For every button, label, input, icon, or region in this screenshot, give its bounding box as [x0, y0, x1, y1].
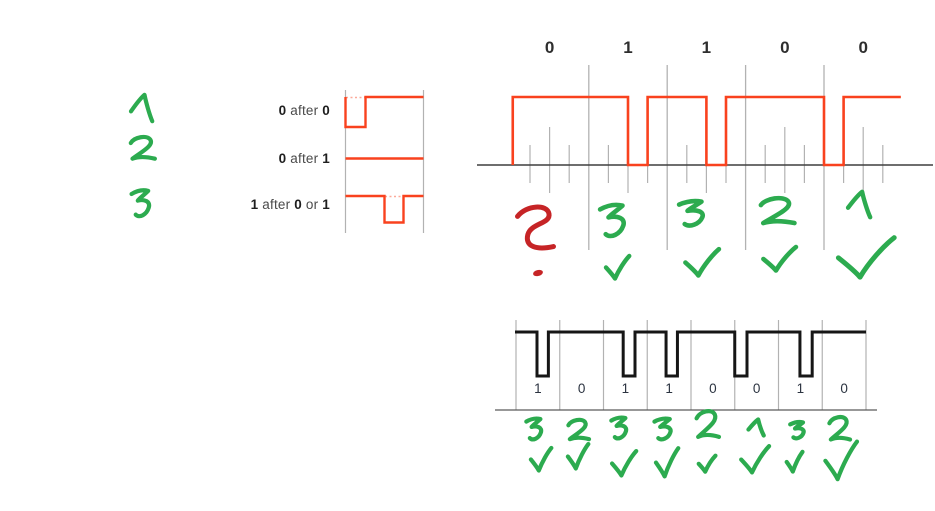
bottom-bit-label: 0: [752, 381, 761, 396]
annotation-digit: [526, 419, 541, 440]
legend-label-part: 1: [250, 197, 259, 212]
annotation-digit: [748, 420, 763, 436]
left-rule-numbers: [131, 95, 155, 216]
bottom-bit-label: 0: [840, 381, 848, 396]
legend-waveforms: [344, 90, 425, 233]
annotation-digit: [600, 205, 624, 236]
annotation-digit: [848, 192, 870, 217]
annotation-digit: [654, 419, 670, 440]
bottom-bit-label: 1: [621, 381, 630, 396]
top-waveform-path: [511, 95, 901, 167]
top-bit-label: 0: [544, 38, 555, 57]
bottom-bit-label: 0: [709, 381, 717, 396]
legend-label-part: 0: [278, 150, 287, 166]
top-chart: [477, 65, 933, 250]
annotation-check: [825, 442, 857, 480]
legend-label-part: 1: [322, 197, 330, 212]
bottom-bit-label: 1: [534, 381, 542, 396]
rule-number-1: [131, 95, 152, 121]
legend-label-part: 1: [322, 150, 330, 166]
annotation-check: [656, 448, 678, 476]
legend-row3-waveform: [345, 194, 424, 224]
rule-number-2: [131, 137, 155, 159]
top-bit-label: 0: [858, 38, 868, 57]
bottom-bit-label: 1: [796, 381, 805, 396]
annotation-digit: [611, 418, 626, 439]
top-bit-label: 0: [780, 38, 790, 57]
bottom-waveform-path: [515, 330, 866, 378]
annotation-digit: [679, 201, 703, 226]
question-dot: [533, 269, 543, 277]
top-annotations: [518, 192, 895, 279]
top-bit-label: 1: [623, 38, 633, 57]
annotation-check: [787, 452, 803, 472]
annotation-check: [685, 249, 718, 275]
legend-label-part: or: [301, 197, 323, 212]
annotation-digit: [568, 420, 589, 439]
annotation-check: [531, 448, 551, 471]
legend-label-part: after: [286, 103, 323, 118]
bottom-bit-label: 1: [665, 381, 673, 396]
legend-label-part: 0: [322, 103, 330, 118]
annotation-check: [763, 247, 796, 271]
legend-row-label: 0 after 0: [130, 103, 330, 118]
legend-label-part: 0: [278, 103, 287, 118]
legend-label-part: 0: [294, 197, 302, 212]
annotation-check: [606, 256, 629, 279]
annotation-check: [699, 456, 716, 472]
bottom-annotations: [526, 411, 857, 479]
legend-row-label: 0 after 1: [130, 151, 330, 166]
annotation-check: [612, 451, 636, 475]
annotation-check: [838, 238, 894, 277]
annotation-check: [741, 446, 769, 472]
rule-number-3: [132, 190, 150, 216]
bottom-chart: [495, 320, 877, 411]
bottom-bit-label: 0: [577, 381, 586, 396]
annotation-digit: [790, 422, 804, 438]
legend-row1-waveform: [344, 95, 424, 129]
annotation-digit: [829, 417, 850, 439]
legend-row-label: 1 after 0 or 1: [130, 197, 330, 212]
legend-label-part: after: [286, 150, 323, 166]
legend-label-part: after: [258, 197, 295, 212]
annotation-digit: [761, 198, 795, 223]
annotation-digit: [697, 411, 719, 437]
top-bit-label: 1: [701, 38, 712, 57]
annotation-check: [568, 444, 588, 468]
annotation-digit: [518, 207, 554, 248]
